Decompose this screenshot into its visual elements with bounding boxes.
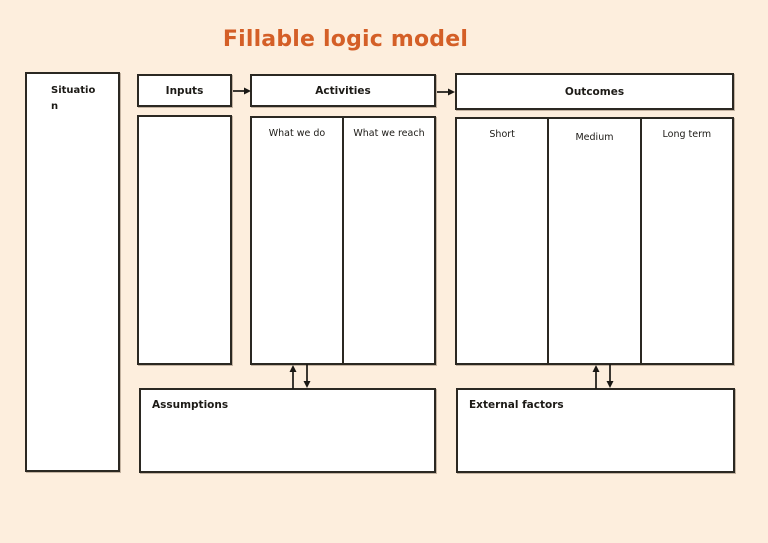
column-label: What we reach (353, 128, 425, 139)
column-label: Long term (662, 129, 712, 140)
external-factors-label: External factors (469, 399, 564, 411)
column-label: Medium (575, 132, 614, 143)
activities-header: Activities (250, 74, 436, 107)
activities-header-label: Activities (315, 84, 371, 97)
outcomes-column-short[interactable]: Short (457, 119, 547, 363)
arrow-up-icon (289, 365, 297, 389)
arrow-down-icon (606, 364, 614, 388)
column-label: What we do (268, 128, 326, 139)
outcomes-columns: Short Medium Long term (455, 117, 734, 365)
inputs-fill-area[interactable] (137, 115, 232, 365)
activities-column-what-we-reach[interactable]: What we reach (342, 118, 434, 363)
arrow-up-icon (592, 365, 600, 389)
outcomes-column-medium[interactable]: Medium (547, 119, 639, 363)
activities-columns: What we do What we reach (250, 116, 436, 365)
situation-label: Situatio n (51, 85, 96, 112)
situation-fill-area[interactable]: Situatio n (25, 72, 120, 472)
outcomes-column-long-term[interactable]: Long term (639, 119, 732, 363)
inputs-header: Inputs (137, 74, 232, 107)
external-factors-fill-area[interactable]: External factors (456, 388, 735, 473)
column-label: Short (489, 129, 515, 140)
assumptions-label: Assumptions (152, 399, 229, 411)
arrow-right-icon (437, 88, 455, 96)
activities-column-what-we-do[interactable]: What we do (252, 118, 342, 363)
arrow-down-icon (303, 364, 311, 388)
outcomes-header-label: Outcomes (564, 85, 625, 98)
inputs-header-label: Inputs (165, 84, 204, 97)
arrow-right-icon (233, 87, 251, 95)
assumptions-fill-area[interactable]: Assumptions (139, 388, 436, 473)
outcomes-header: Outcomes (455, 73, 734, 110)
page-title: Fillable logic model (222, 27, 469, 52)
